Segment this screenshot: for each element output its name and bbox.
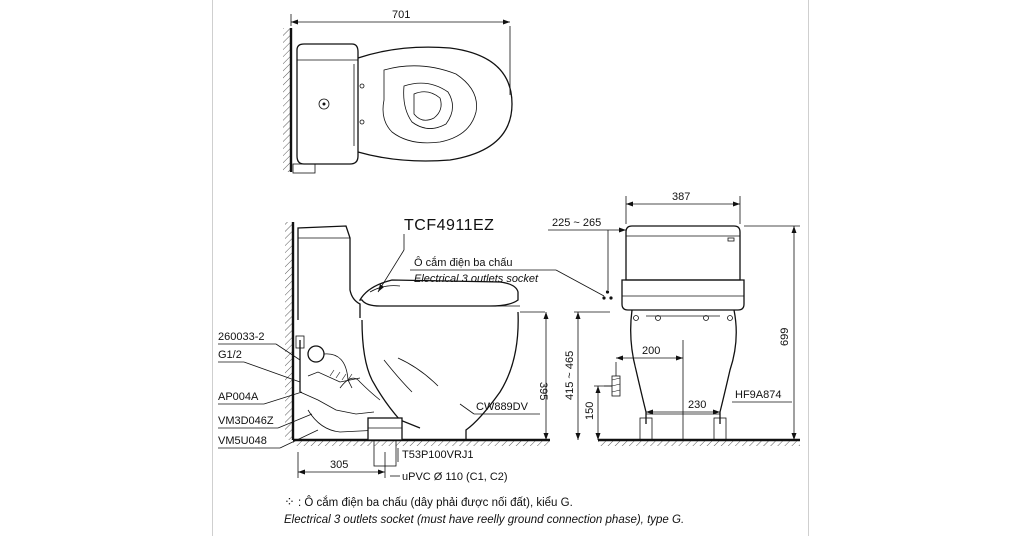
socket-label-vi: Ô cắm điện ba chấu bbox=[414, 256, 512, 269]
pipe-label: uPVC Ø 110 (C1, C2) bbox=[402, 471, 508, 483]
socket-height-dim: 415 ~ 465 bbox=[564, 351, 576, 400]
top-view: 701 bbox=[283, 9, 513, 174]
supply-height-dim: 150 bbox=[584, 402, 596, 420]
rough-in-dim: 305 bbox=[330, 459, 348, 471]
footnote-vi: : Ô cắm điện ba chấu (dây phải được nối … bbox=[298, 496, 573, 509]
bidet-seat-side bbox=[358, 279, 519, 307]
part-g-half: G1/2 bbox=[218, 349, 242, 361]
footnote-en: Electrical 3 outlets socket (must have r… bbox=[284, 514, 684, 526]
model-label: TCF4911EZ bbox=[404, 217, 494, 234]
socket-offset-dim: 225 ~ 265 bbox=[552, 217, 601, 229]
height-395-dim: 395 bbox=[537, 382, 549, 400]
bowl-front-curve bbox=[361, 319, 421, 429]
socket-label-en: Electrical 3 outlets socket bbox=[414, 273, 539, 285]
left-frame-line bbox=[212, 0, 213, 536]
bowl-right bbox=[719, 309, 737, 424]
bowl-left bbox=[630, 309, 647, 424]
seat-part-label: CW889DV bbox=[476, 401, 529, 413]
tank-top bbox=[296, 43, 359, 165]
seat-front bbox=[621, 279, 745, 311]
flush-button-icon bbox=[318, 98, 330, 110]
top-width-dim: 701 bbox=[392, 9, 410, 21]
part-ap004a: AP004A bbox=[218, 391, 259, 403]
dim-230: 230 bbox=[688, 399, 706, 411]
front-view: 387 225 ~ 265 699 415 ~ 465 150 200 230 … bbox=[548, 191, 800, 446]
part-260033-2: 260033-2 bbox=[218, 331, 265, 343]
valve-part-label: HF9A874 bbox=[735, 389, 781, 401]
front-width-dim: 387 bbox=[672, 191, 690, 203]
part-vm3d046z: VM3D046Z bbox=[218, 415, 274, 427]
footnote-symbol-icon: ⁘ bbox=[284, 494, 295, 509]
seat-outline bbox=[357, 46, 513, 162]
dim-200: 200 bbox=[642, 345, 660, 357]
right-frame-line bbox=[808, 0, 809, 536]
footnote: ⁘ : Ô cắm điện ba chấu (dây phải được nố… bbox=[284, 494, 684, 526]
socket-symbol-icon bbox=[602, 290, 613, 300]
total-height-dim: 699 bbox=[779, 328, 791, 346]
side-view: 305 395 TCF4911EZ Ô cắm điện ba chấu Ele… bbox=[218, 217, 605, 483]
tank-side bbox=[297, 225, 361, 318]
part-vm5u048: VM5U048 bbox=[218, 435, 267, 447]
flange-part-label: T53P100VRJ1 bbox=[402, 449, 474, 461]
tank-front bbox=[625, 225, 741, 281]
